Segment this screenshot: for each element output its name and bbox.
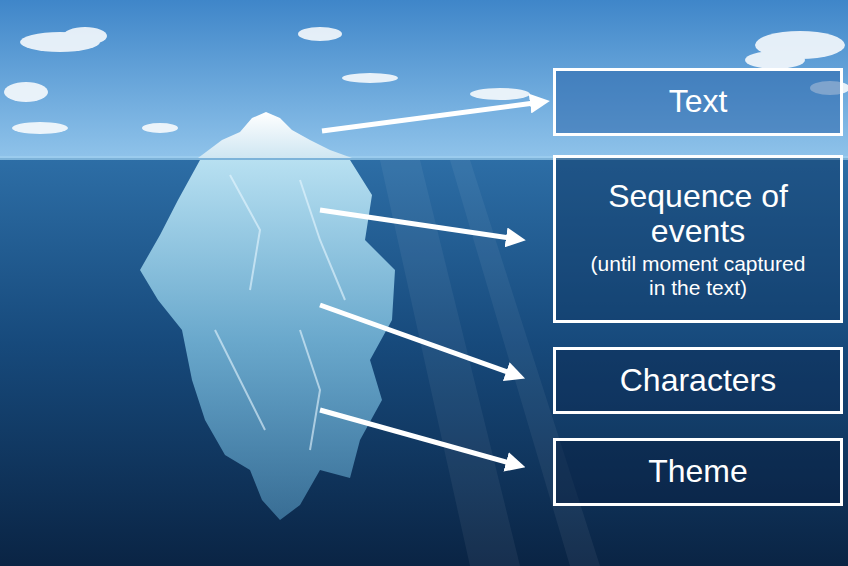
box-note: (until moment captured in the text): [591, 252, 806, 299]
box-heading: Sequence of events: [566, 179, 830, 251]
arrows: [320, 103, 534, 463]
label-box: Text: [553, 68, 843, 136]
box-heading: Text: [669, 84, 728, 120]
label-box: Sequence of events(until moment captured…: [553, 155, 843, 323]
label-box: Theme: [553, 438, 843, 506]
label-box: Characters: [553, 347, 843, 414]
sky: [0, 0, 848, 158]
box-heading: Characters: [620, 363, 777, 399]
iceberg-tip: [198, 112, 352, 158]
iceberg-highlights: [215, 175, 345, 450]
sea: [0, 158, 848, 566]
box-heading: Theme: [648, 454, 748, 490]
